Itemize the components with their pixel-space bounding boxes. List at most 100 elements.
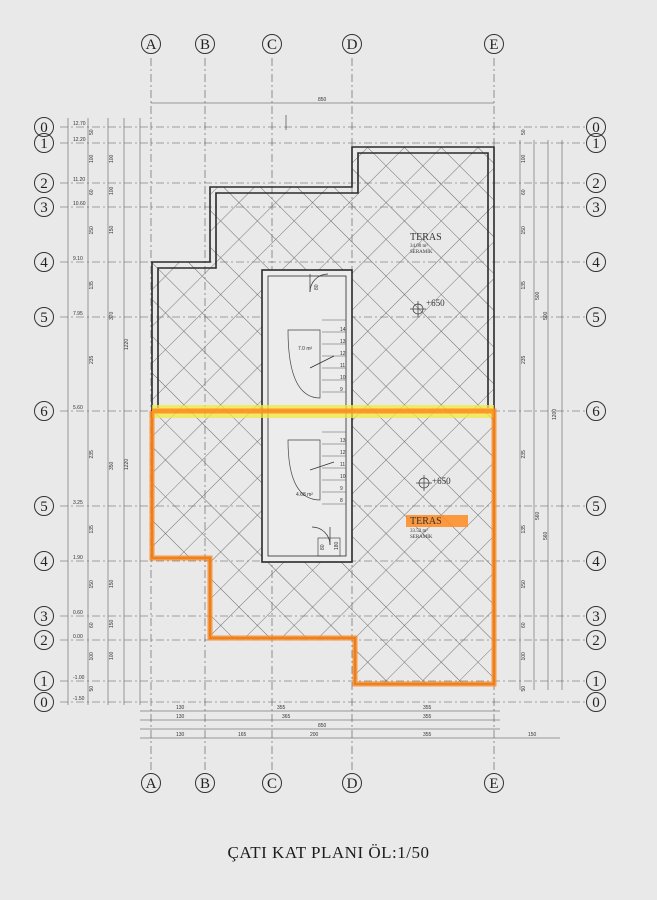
axis-bubble-top-A: A	[141, 34, 161, 54]
drawing-title: ÇATI KAT PLANI ÖL:1/50	[227, 843, 430, 862]
right-dim-1: 135	[521, 281, 527, 290]
axis-bubble-left-12-label: 0	[40, 695, 48, 711]
axis-bubble-left-9-label: 3	[40, 609, 48, 625]
axis-bubble-left-9: 3	[34, 606, 54, 626]
axis-bubble-left-2: 2	[34, 173, 54, 193]
axis-bubble-bottom-B: B	[195, 773, 215, 793]
stair-step-number: 9	[340, 387, 343, 393]
elevation-label: -1.00	[73, 675, 85, 681]
left-dim-2: 150	[109, 619, 115, 628]
elevation-label: 0.00	[73, 634, 83, 640]
axis-bubble-top-C-label: C	[267, 37, 277, 53]
elevation-label: 3.25	[73, 500, 83, 506]
axis-bubble-left-2-label: 2	[40, 176, 48, 192]
axis-bubble-right-2-label: 2	[592, 176, 600, 192]
right-dim-2: 500	[543, 311, 549, 320]
axis-bubble-left-4-label: 4	[40, 255, 48, 271]
left-dim-1: 60	[89, 189, 95, 195]
bottom-total-dim: 850	[318, 723, 327, 729]
orange-label-highlight	[406, 515, 468, 527]
axis-bubble-right-8: 4	[586, 551, 606, 571]
bottom-dim-1: 355	[423, 705, 432, 711]
axis-bubble-right-6-label: 6	[592, 404, 600, 420]
left-dim-1: 50	[89, 129, 95, 135]
axis-bubble-top-E: E	[484, 34, 504, 54]
door-width-bottom: 80	[320, 544, 326, 550]
left-dim-3: 1220	[124, 459, 130, 470]
axis-bubble-left-6-label: 6	[40, 404, 48, 420]
orange-highlight-outline	[149, 408, 497, 687]
right-dim-1: 60	[521, 622, 527, 628]
axis-bubble-left-10-label: 2	[40, 633, 48, 649]
door-height-bottom: 180	[334, 541, 340, 550]
axis-bubble-right-5: 5	[586, 307, 606, 327]
axis-bubble-right-9: 3	[586, 606, 606, 626]
left-dim-2: 150	[109, 579, 115, 588]
axis-bubble-left-0: 0	[34, 117, 54, 137]
stair-step-number: 13	[340, 339, 346, 345]
stair-step-number: 12	[340, 351, 346, 357]
terrace-bottom-floor: SERAMİK	[410, 534, 433, 540]
axis-bubble-top-D: D	[342, 34, 362, 54]
axis-bubble-left-4: 4	[34, 252, 54, 272]
right-dim-1: 100	[521, 652, 527, 661]
axis-bubble-bottom-A: A	[141, 773, 161, 793]
terrace-bottom-name: TERAS	[410, 516, 442, 527]
axis-bubble-bottom-E-label: E	[489, 776, 498, 792]
left-dim-2: 100	[109, 186, 115, 195]
bottom-dim-1: 130	[176, 705, 185, 711]
stair-step-number: 9	[340, 486, 343, 492]
axis-bubble-top-B-label: B	[200, 37, 210, 53]
terrace-top-area: 34.00 m²	[410, 243, 428, 249]
left-dim-1: 135	[89, 525, 95, 534]
bottom-dim-2: 130	[176, 714, 185, 720]
left-dim-1: 100	[89, 154, 95, 163]
axis-bubble-left-3: 3	[34, 197, 54, 217]
elevation-label: 7.95	[73, 311, 83, 317]
right-dim-1: 50	[521, 686, 527, 692]
left-dim-1: 100	[89, 652, 95, 661]
stair-area-top-label: 7.0 m²	[298, 346, 313, 352]
axis-bubble-right-12: 0	[586, 692, 606, 712]
bottom-dim-2: 355	[423, 714, 432, 720]
bottom-dim-3: 200	[310, 732, 319, 738]
axis-bubble-bottom-B-label: B	[200, 776, 210, 792]
left-dim-2: 100	[109, 154, 115, 163]
stair-step-number: 13	[340, 438, 346, 444]
axis-bubble-right-10: 2	[586, 630, 606, 650]
elevation-label: -1.50	[73, 696, 85, 702]
right-dim-2: 560	[535, 511, 541, 520]
axis-bubble-right-3-label: 3	[592, 200, 600, 216]
axis-bubble-left-5: 5	[34, 307, 54, 327]
level-mark-symbols	[410, 301, 432, 491]
elevation-label: 1.90	[73, 555, 83, 561]
left-dim-1: 150	[89, 226, 95, 235]
axis-bubble-left-8: 4	[34, 551, 54, 571]
right-dim-1: 235	[521, 450, 527, 459]
axis-bubble-bottom-A-label: A	[146, 776, 157, 792]
left-dim-1: 235	[89, 450, 95, 459]
left-dim-2: 150	[109, 225, 115, 234]
axis-bubble-left-11: 1	[34, 671, 54, 691]
stair-step-number: 11	[340, 462, 345, 468]
axis-bubble-bottom-D: D	[342, 773, 362, 793]
stair-step-number: 11	[340, 363, 345, 369]
right-dim-1: 150	[521, 226, 527, 235]
axis-bubble-left-1-label: 1	[40, 136, 48, 152]
axis-bubble-bottom-C-label: C	[267, 776, 277, 792]
level-mark-top: +650	[426, 298, 445, 308]
axis-bubble-right-5-label: 5	[592, 310, 600, 326]
elevation-label: 12.20	[73, 137, 86, 143]
axis-bubble-left-7-label: 5	[40, 499, 48, 515]
axis-bubble-left-11-label: 1	[40, 674, 48, 690]
bottom-dim-3: 150	[528, 732, 537, 738]
left-dim-2: 370	[109, 311, 115, 320]
axis-bubble-right-12-label: 0	[592, 695, 600, 711]
right-dim-1: 60	[521, 189, 527, 195]
axis-bubble-bottom-D-label: D	[347, 776, 358, 792]
bottom-dim-3: 355	[423, 732, 432, 738]
right-dim-3: 1200	[552, 409, 558, 420]
left-dim-1: 235	[89, 355, 95, 364]
level-mark-bottom: +650	[432, 476, 451, 486]
right-dim-2: 500	[535, 291, 541, 300]
